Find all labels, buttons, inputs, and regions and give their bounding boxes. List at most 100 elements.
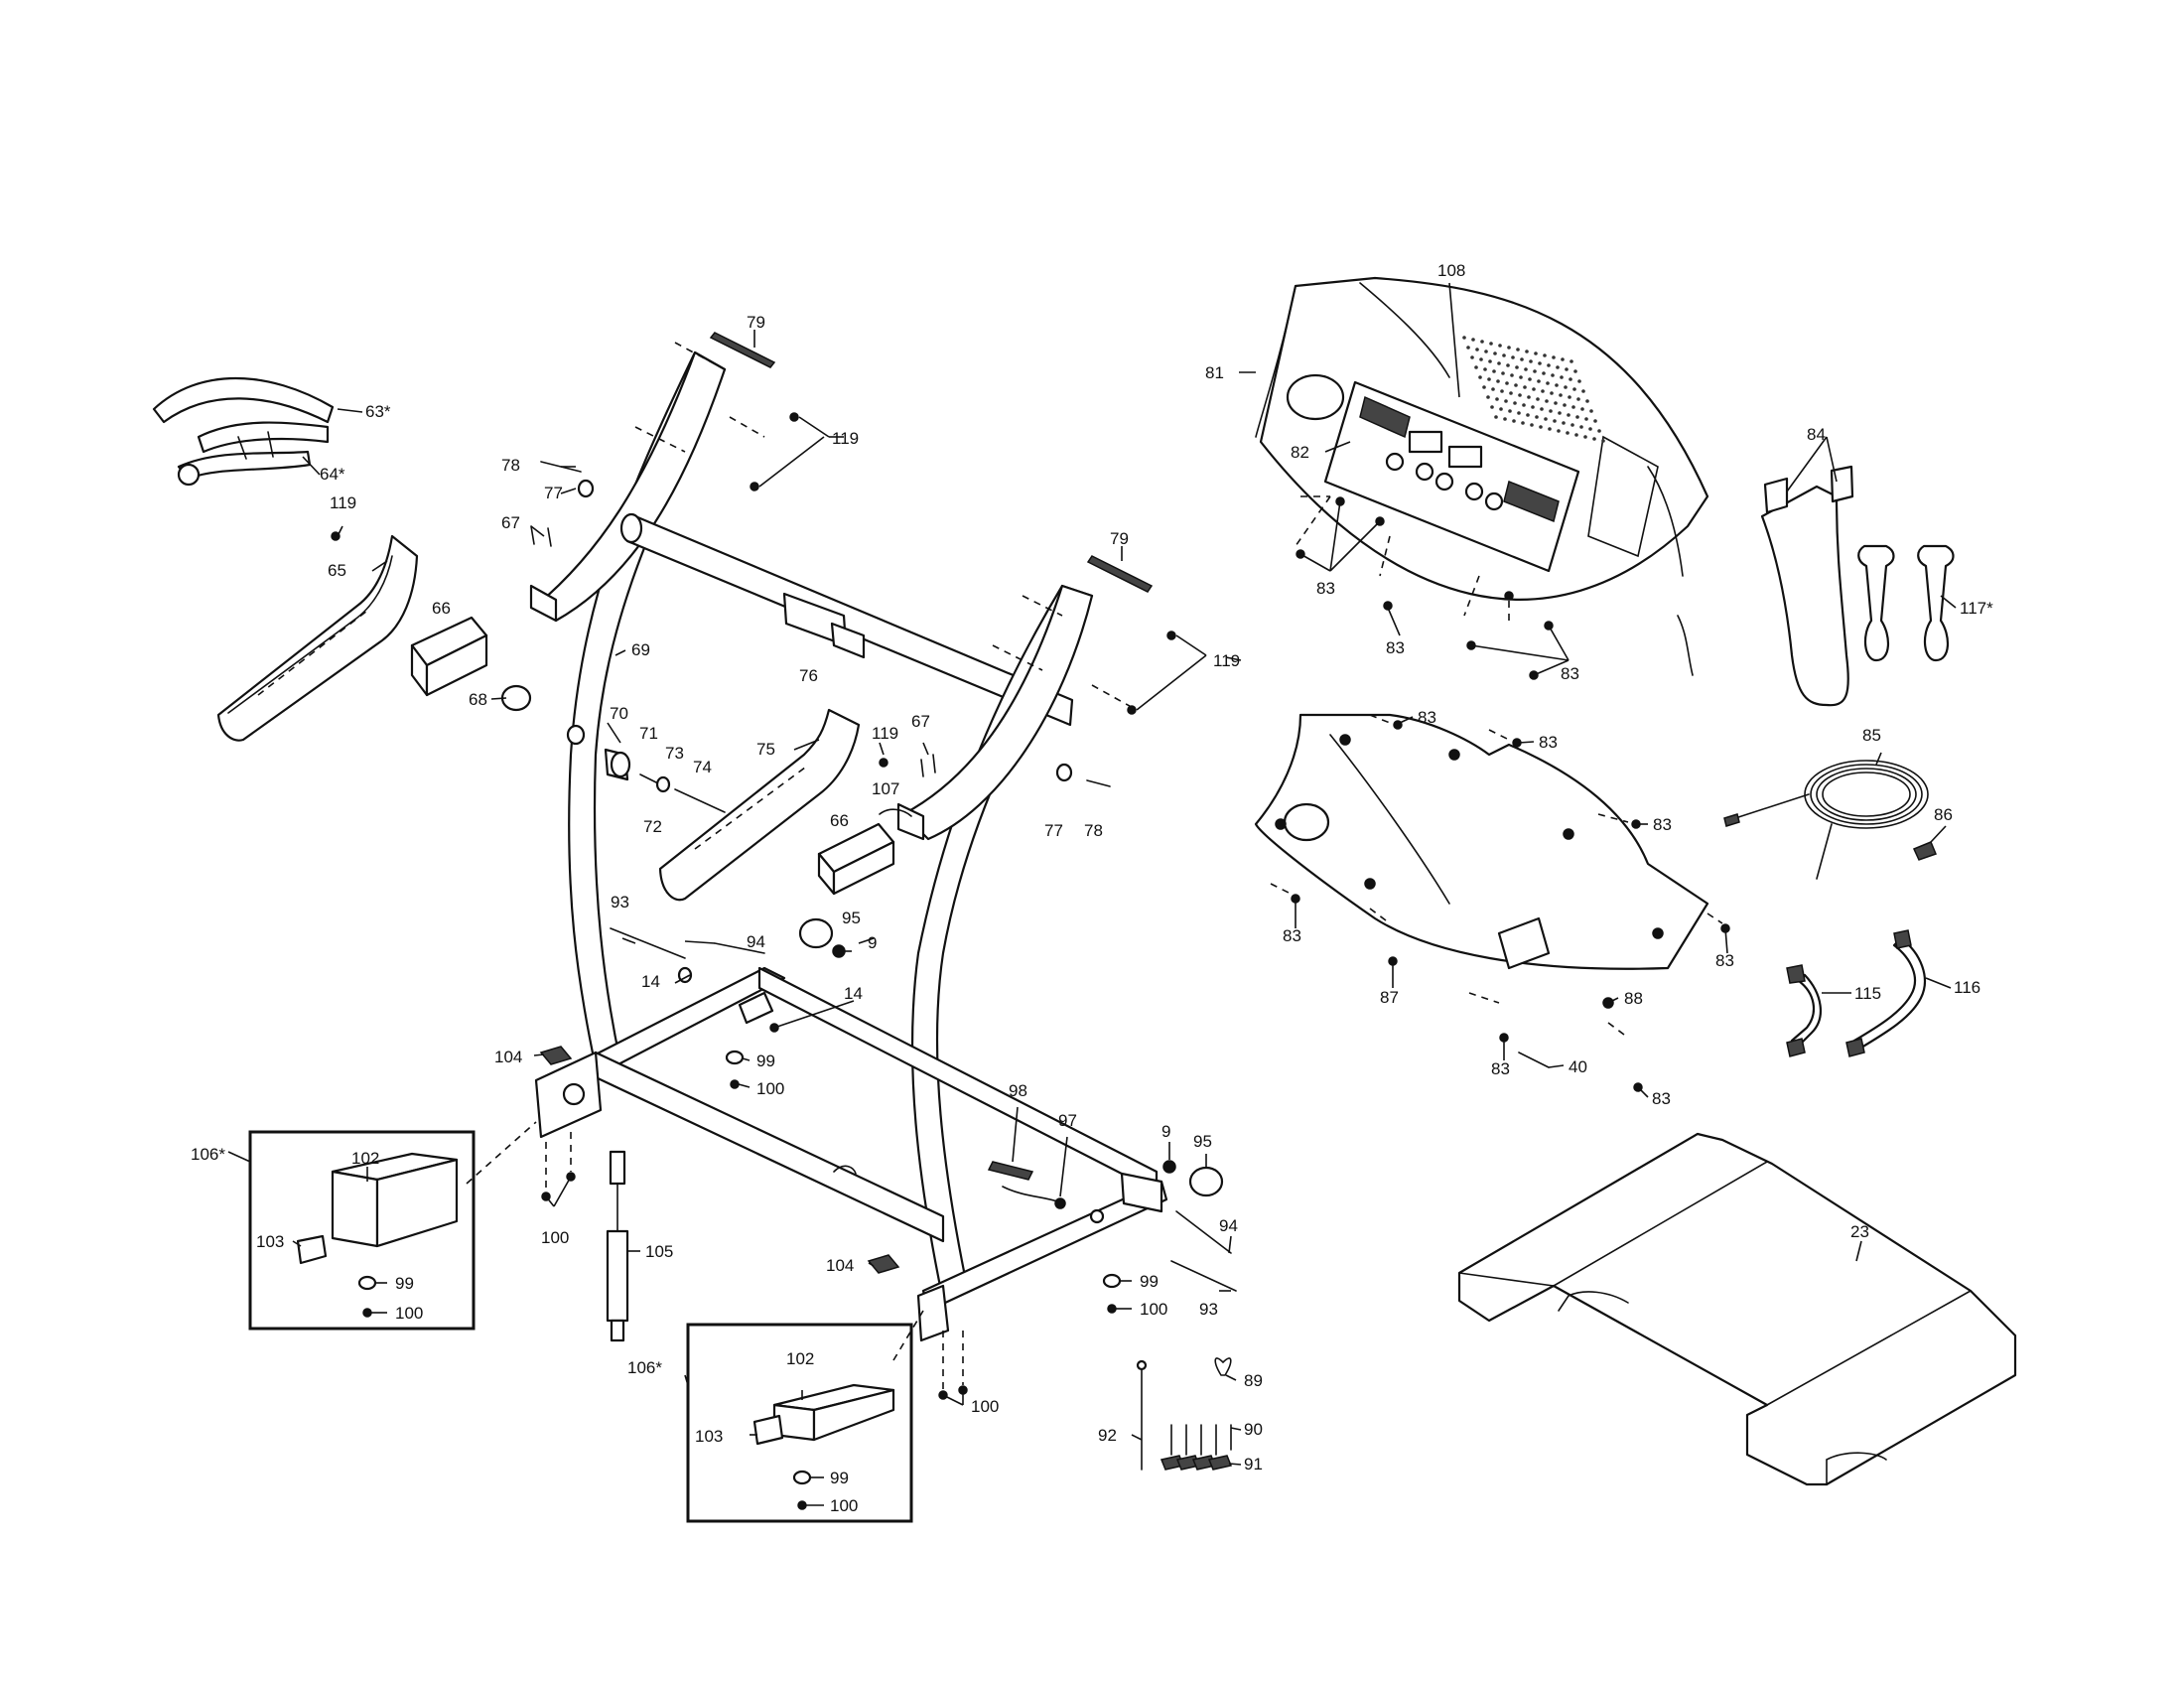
grille-dot <box>1496 379 1500 383</box>
bag-84-part <box>1760 465 1854 707</box>
callout-label: 85 <box>1862 726 1881 745</box>
callout-label: 99 <box>395 1274 414 1293</box>
callout-labels: 63* 64* 119 65 66 78 77 67 79 119 69 68 … <box>191 261 1993 1515</box>
callout-label: 14 <box>641 972 660 991</box>
callout-label: 95 <box>842 909 861 927</box>
grille-dot <box>1543 353 1547 357</box>
callout-label: 73 <box>665 744 684 763</box>
grille-dot <box>1561 357 1565 361</box>
grille-dot <box>1490 405 1494 409</box>
grille-dot <box>1494 415 1498 419</box>
grille-dot <box>1538 361 1542 365</box>
callout-label: 105 <box>645 1242 673 1261</box>
callout-label: 116 <box>1954 978 1980 997</box>
callout-label: 99 <box>1140 1272 1159 1291</box>
callout-label: 83 <box>1491 1059 1510 1078</box>
callout-label: 115 <box>1854 984 1881 1003</box>
safety-strap-part <box>152 377 335 487</box>
grille-dot <box>1507 346 1511 350</box>
grille-dot <box>1585 399 1589 403</box>
callout-label: 84 <box>1807 425 1826 444</box>
leg-extension-right-part <box>752 1383 895 1510</box>
callout-label: 83 <box>1418 708 1436 727</box>
grille-dot <box>1555 383 1559 387</box>
speaker-grille <box>1462 336 1605 443</box>
inset-box-106-right <box>686 1323 913 1523</box>
grille-dot <box>1474 365 1478 369</box>
callout-label: 119 <box>1213 651 1240 670</box>
callout-label: 102 <box>786 1349 814 1368</box>
strap-115-part <box>1790 973 1822 1050</box>
grille-dot <box>1532 387 1536 391</box>
grille-dot <box>1554 401 1558 405</box>
grille-dot <box>1579 425 1583 429</box>
grille-dot <box>1551 373 1555 377</box>
callout-label: 82 <box>1291 443 1309 462</box>
callout-label: 108 <box>1437 261 1465 280</box>
callout-label: 97 <box>1058 1111 1077 1130</box>
callout-label: 100 <box>395 1304 423 1323</box>
grille-dot <box>1592 437 1596 441</box>
callout-label: 83 <box>1386 638 1405 657</box>
callout-label: 79 <box>747 313 765 332</box>
grille-dot <box>1492 369 1496 373</box>
grille-dot <box>1479 357 1483 361</box>
handrail-cover-left-part <box>216 534 419 742</box>
callout-label: 67 <box>911 712 930 731</box>
pad-104-right-part <box>867 1254 900 1274</box>
grille-dot <box>1545 399 1549 403</box>
callout-label: 95 <box>1193 1132 1212 1151</box>
grille-dot <box>1534 351 1538 355</box>
grille-dot <box>1515 365 1519 369</box>
callout-label: 103 <box>256 1232 284 1251</box>
callout-label: 93 <box>611 893 629 912</box>
grille-dot <box>1509 391 1513 395</box>
callout-label: 86 <box>1934 805 1953 824</box>
callout-label: 74 <box>693 758 712 776</box>
grille-dot <box>1466 346 1470 350</box>
reed-switch-98-part <box>987 1161 1034 1181</box>
grille-dot <box>1556 365 1560 369</box>
grille-dot <box>1572 387 1576 391</box>
grille-dot <box>1483 367 1487 371</box>
grille-dot <box>1506 363 1510 367</box>
grille-dot <box>1524 367 1528 371</box>
grille-dot <box>1539 425 1543 429</box>
grille-dot <box>1521 421 1525 425</box>
grille-dot <box>1533 369 1537 373</box>
grille-dot <box>1529 359 1533 363</box>
callout-label: 66 <box>830 811 849 830</box>
callout-label: 88 <box>1624 989 1643 1008</box>
base-frame-part <box>534 966 1168 1342</box>
grille-dot <box>1505 381 1509 385</box>
callout-label: 119 <box>330 493 356 512</box>
callout-label: 94 <box>747 932 765 951</box>
motor-hood-23-part <box>1457 1132 2017 1486</box>
grille-dot <box>1583 435 1587 439</box>
grille-dot <box>1511 355 1515 359</box>
callout-label: 83 <box>1539 733 1558 752</box>
callout-label: 79 <box>1110 529 1129 548</box>
grille-dot <box>1565 367 1569 371</box>
grille-dot <box>1570 359 1573 363</box>
grille-dot <box>1563 403 1567 407</box>
callout-label: 87 <box>1380 988 1399 1007</box>
grille-dot <box>1575 415 1579 419</box>
grille-dot <box>1544 417 1548 421</box>
callout-label: 100 <box>1140 1300 1167 1319</box>
grille-dot <box>1531 405 1535 409</box>
grille-dot <box>1527 395 1531 399</box>
grille-dot <box>1503 417 1507 421</box>
callout-label: 98 <box>1009 1081 1027 1100</box>
knob-68-part <box>500 684 532 712</box>
grille-dot <box>1560 375 1564 379</box>
grille-dot <box>1540 407 1544 411</box>
grille-dot <box>1559 393 1563 397</box>
callout-label: 99 <box>830 1469 849 1487</box>
grille-dot <box>1491 387 1495 391</box>
grille-dot <box>1475 348 1479 351</box>
callout-label: 75 <box>756 740 775 759</box>
callout-label: 78 <box>501 456 520 475</box>
grille-dot <box>1489 342 1493 346</box>
